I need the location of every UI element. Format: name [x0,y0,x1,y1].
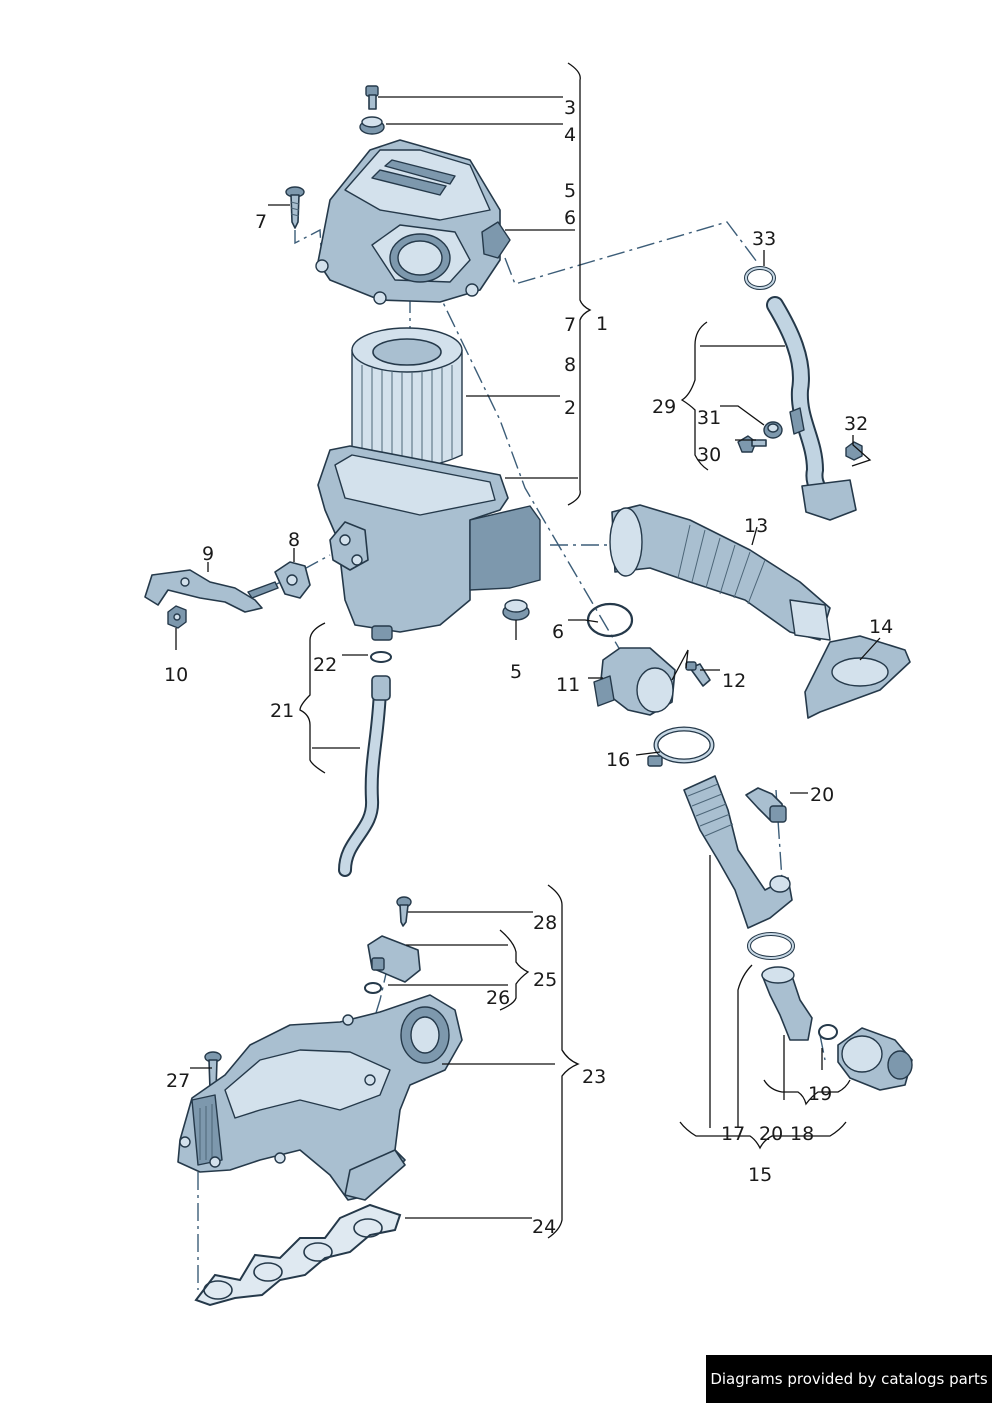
label-25: 25 [533,969,557,991]
screw-12 [685,661,711,687]
label-3: 3 [564,97,576,119]
label-15: 15 [748,1164,772,1186]
label-7-left: 7 [255,211,267,233]
label-16: 16 [606,749,630,771]
air-filter-housing [317,445,541,641]
flange-8 [274,561,311,599]
label-33: 33 [752,228,776,250]
o-ring-6 [586,602,634,638]
label-14: 14 [869,616,893,638]
label-29: 29 [652,396,676,418]
label-10: 10 [164,664,188,686]
watermark-banner: Diagrams provided by catalogs parts [706,1355,992,1403]
bracket-9 [144,569,279,613]
filter-element [351,327,463,469]
sensor-20 [745,787,787,823]
label-32: 32 [844,413,868,435]
elbow-19 [761,966,838,1041]
intake-duct-13 [609,504,831,641]
adapter-14 [804,635,911,719]
gasket-24 [194,1203,402,1307]
grommet-31 [763,421,783,439]
label-20-bottom: 20 [759,1123,783,1145]
label-22: 22 [313,654,337,676]
leader-lines [175,62,881,1239]
sensor-25 [364,935,421,994]
clamp-16 [647,726,715,767]
label-9: 9 [202,543,214,565]
label-5-lower: 5 [510,661,522,683]
clip-33 [744,266,776,290]
grommet-4 [359,116,385,135]
label-6-lower: 6 [552,621,564,643]
grommet-5-lower [502,599,530,621]
intake-manifold-23 [177,994,463,1201]
label-5-top: 5 [564,180,576,202]
screw-28 [396,896,412,927]
hose-21 [338,675,391,877]
label-30: 30 [697,444,721,466]
vent-hose-29 [766,296,857,521]
label-1: 1 [596,313,608,335]
nut-10 [167,605,187,629]
screw-3 [365,85,379,110]
air-filter-cover [315,139,511,305]
mass-air-flow-sensor-11 [593,647,676,716]
label-6-top: 6 [564,207,576,229]
label-7-right: 7 [564,314,576,336]
label-28: 28 [533,912,557,934]
label-21: 21 [270,700,294,722]
label-19: 19 [808,1083,832,1105]
label-17: 17 [721,1123,745,1145]
label-27: 27 [166,1070,190,1092]
callout-labels: 3 4 5 6 7 7 1 8 2 33 29 31 32 30 13 9 8 … [164,97,893,1238]
label-4: 4 [564,124,576,146]
clamp-18 [747,932,795,960]
screw-30 [737,435,767,453]
valve-19 [837,1027,913,1091]
label-26: 26 [486,987,510,1009]
label-12: 12 [722,670,746,692]
label-8-left: 8 [288,529,300,551]
label-2: 2 [564,397,576,419]
label-13: 13 [744,515,768,537]
label-23: 23 [582,1066,606,1088]
label-24: 24 [532,1216,556,1238]
charge-pipe-17 [683,775,793,929]
label-20-top: 20 [810,784,834,806]
nut-32 [845,441,863,461]
label-11: 11 [556,674,580,696]
label-18: 18 [790,1123,814,1145]
label-8-right: 8 [564,354,576,376]
label-31: 31 [697,407,721,429]
seal-22 [370,651,392,663]
screw-7 [285,186,305,229]
